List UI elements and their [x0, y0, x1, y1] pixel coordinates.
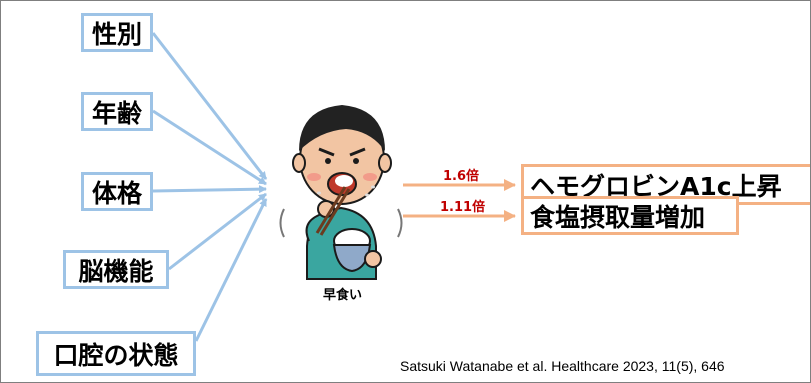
- factor-box-brain-function: 脳機能: [63, 250, 169, 289]
- center-label: 早食い: [323, 288, 363, 303]
- factor-box-build: 体格: [81, 172, 153, 211]
- ratio-salt: 1.11倍: [440, 200, 486, 215]
- arrow-brain: [168, 192, 267, 271]
- arrow-oral: [194, 198, 268, 342]
- factor-box-oral-condition: 口腔の状態: [36, 331, 196, 376]
- fast-eating-boy-illustration: [279, 105, 403, 280]
- arrow-age: [152, 109, 267, 186]
- factor-box-sex: 性別: [81, 13, 153, 52]
- arrow-build: [152, 185, 267, 194]
- citation: Satsuki Watanabe et al. Healthcare 2023,…: [400, 358, 725, 374]
- factor-box-age: 年齢: [81, 92, 153, 131]
- outcome-box-salt: 食塩摂取量増加: [521, 196, 739, 235]
- arrow-sex: [151, 32, 268, 180]
- ratio-hba1c: 1.6倍: [443, 169, 480, 184]
